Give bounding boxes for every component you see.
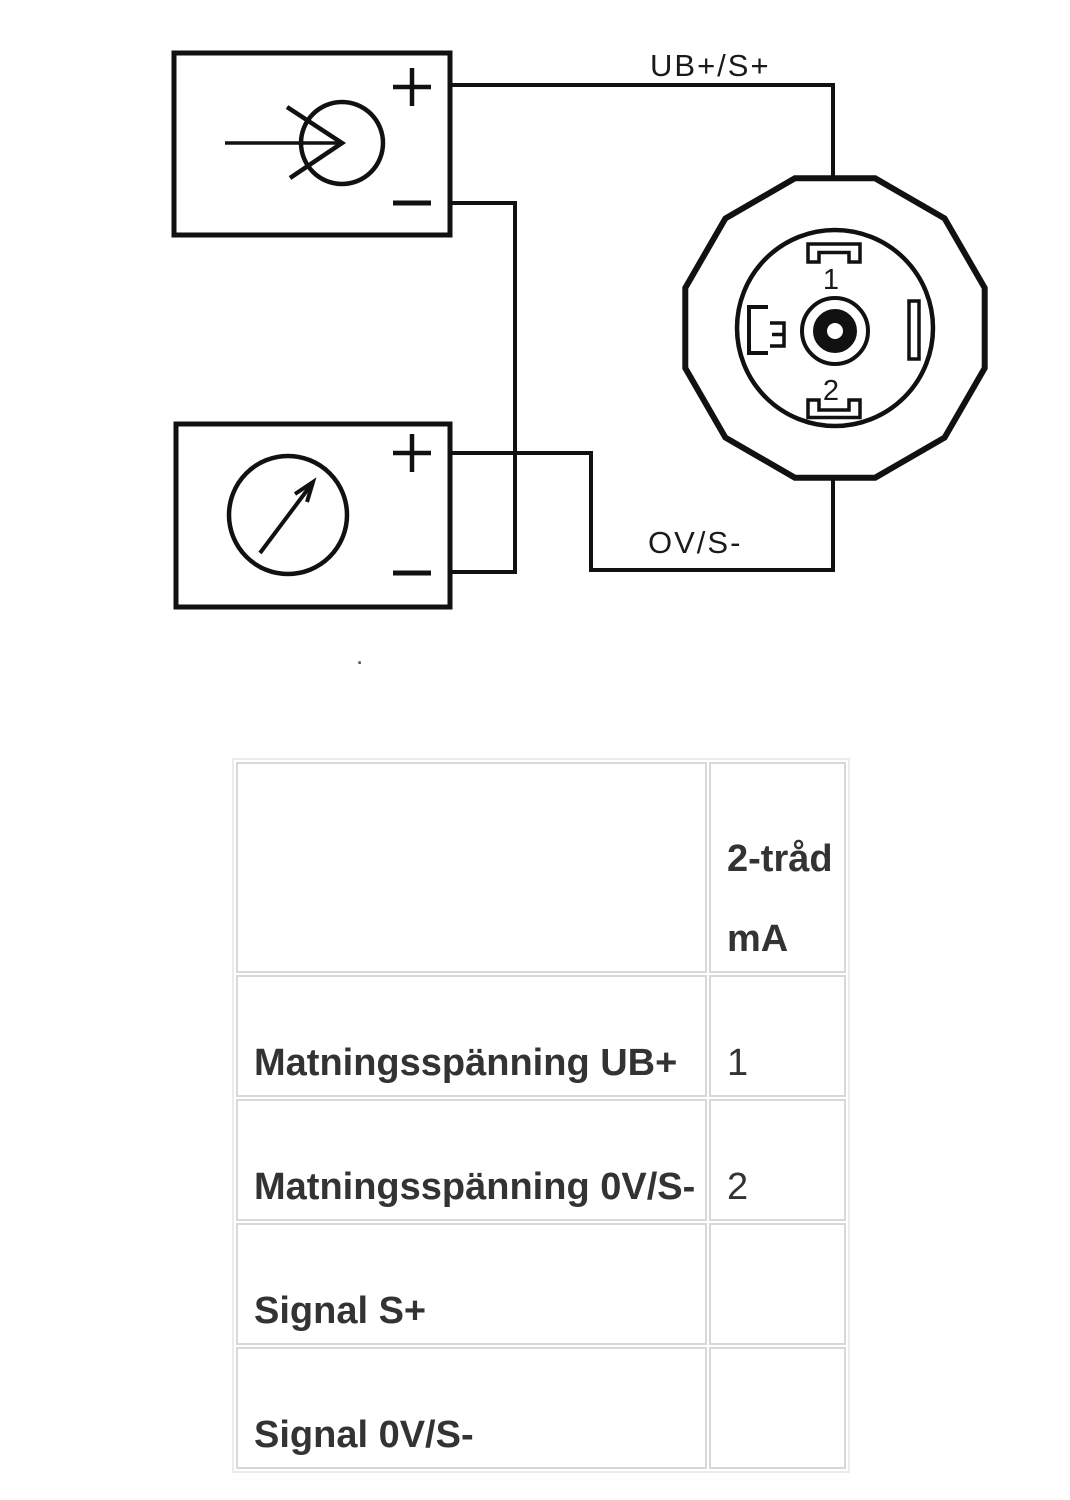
header-mode-line1: 2-tråd: [727, 838, 833, 880]
row-label-cell: Signal 0V/S-: [236, 1347, 707, 1469]
wire-supply-minus: [450, 201, 517, 574]
row-value-cell: 2: [709, 1099, 846, 1221]
connector-keyway-outer: [747, 305, 768, 355]
plus-terminal-icon: [393, 68, 431, 106]
header-empty-cell: [236, 762, 707, 973]
row-label-cell: Matningsspänning UB+: [236, 975, 707, 1097]
wire-label-ub-plus: UB+/S+: [650, 48, 771, 83]
power-supply-box: [171, 50, 453, 238]
meter-box: [173, 421, 453, 610]
wire-label-0v-s-minus: OV/S-: [648, 525, 742, 560]
pin-assignment-table: 2-tråd mA Matningsspänning UB+ 1 Matning…: [232, 758, 850, 1473]
power-supply-outline: [171, 50, 453, 238]
meter-needle-arrowhead-icon: [293, 477, 317, 503]
stray-period-mark: .: [356, 640, 364, 670]
plus-terminal-icon: [393, 434, 431, 472]
table-row: Signal 0V/S-: [236, 1347, 846, 1469]
table-header-row: 2-tråd mA: [236, 762, 846, 973]
row-label-cell: Matningsspänning 0V/S-: [236, 1099, 707, 1221]
connector-pin1-blade: [806, 242, 862, 264]
table-row: Matningsspänning 0V/S- 2: [236, 1099, 846, 1221]
header-mode-line2: mA: [727, 918, 789, 960]
connector-center-pin: [813, 309, 857, 353]
row-value-cell: [709, 1347, 846, 1469]
row-label-cell: Signal S+: [236, 1223, 707, 1345]
table-row: Matningsspänning UB+ 1: [236, 975, 846, 1097]
row-value-cell: [709, 1223, 846, 1345]
connector-pin2-number: 2: [823, 375, 839, 407]
source-arrowhead-icon: [285, 105, 347, 180]
meter-outline: [173, 421, 453, 610]
meter-circle-icon: [226, 453, 350, 577]
connector-keyway-inner: [770, 321, 786, 348]
meter-needle: [258, 483, 313, 555]
connector-slot-right: [907, 299, 921, 361]
connector-pin1-number: 1: [823, 264, 839, 296]
connector-pin2-blade: [806, 398, 862, 420]
table-row: Signal S+: [236, 1223, 846, 1345]
row-value-cell: 1: [709, 975, 846, 1097]
wire-0v-s-minus: [450, 418, 835, 572]
connector: 1 2: [682, 175, 988, 481]
wiring-diagram: UB+/S+ OV/S- 1 2: [171, 48, 988, 610]
connector-center-boss: [800, 296, 870, 366]
header-mode-cell: 2-tråd mA: [709, 762, 846, 973]
